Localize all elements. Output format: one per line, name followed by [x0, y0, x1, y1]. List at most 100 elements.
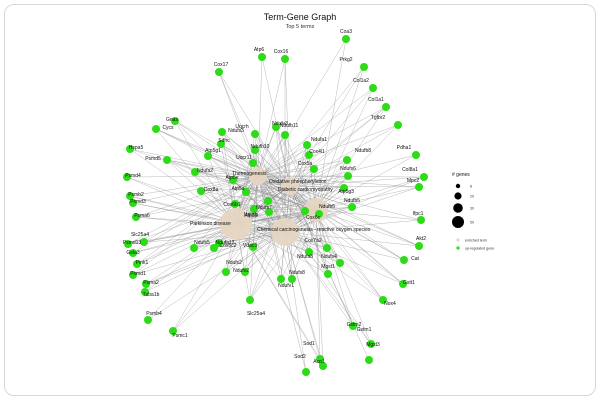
gene-node[interactable]	[249, 243, 257, 251]
gene-node[interactable]	[324, 270, 332, 278]
edge-line	[289, 87, 374, 187]
gene-node[interactable]	[367, 340, 375, 348]
gene-node[interactable]	[305, 151, 313, 159]
gene-node[interactable]	[301, 207, 309, 215]
gene-node[interactable]	[140, 238, 148, 246]
edge-line	[257, 124, 399, 177]
gene-node[interactable]	[265, 208, 273, 216]
gene-node[interactable]	[340, 184, 348, 192]
gene-node[interactable]	[163, 156, 171, 164]
gene-node[interactable]	[124, 240, 132, 248]
gene-node[interactable]	[343, 156, 351, 164]
gene-node[interactable]	[126, 192, 134, 200]
term-node[interactable]	[281, 177, 299, 195]
gene-node[interactable]	[348, 203, 356, 211]
term-node[interactable]	[271, 218, 299, 246]
gene-node[interactable]	[305, 248, 313, 256]
edge-line	[235, 175, 349, 225]
gene-node[interactable]	[215, 239, 223, 247]
gene-node[interactable]	[349, 322, 357, 330]
gene-node[interactable]	[288, 275, 296, 283]
gene-node[interactable]	[379, 296, 387, 304]
gene-node[interactable]	[412, 151, 420, 159]
gene-node[interactable]	[251, 130, 259, 138]
gene-node[interactable]	[190, 244, 198, 252]
gene-node[interactable]	[210, 244, 218, 252]
edge-line	[315, 154, 417, 211]
gene-node[interactable]	[251, 146, 259, 154]
gene-node[interactable]	[132, 213, 140, 221]
gene-node[interactable]	[250, 205, 258, 213]
gene-node[interactable]	[360, 63, 368, 71]
gene-node[interactable]	[310, 165, 318, 173]
gene-node[interactable]	[197, 187, 205, 195]
edge-line	[129, 148, 259, 177]
gene-node[interactable]	[231, 200, 239, 208]
gene-node[interactable]	[242, 188, 250, 196]
gene-node[interactable]	[126, 145, 134, 153]
gene-label: Cox8a	[204, 187, 219, 193]
gene-node[interactable]	[241, 268, 249, 276]
edge-line	[284, 134, 317, 211]
gene-node[interactable]	[123, 173, 131, 181]
gene-node[interactable]	[394, 121, 402, 129]
gene-node[interactable]	[323, 244, 331, 252]
gene-node[interactable]	[217, 140, 225, 148]
gene-node[interactable]	[249, 159, 257, 167]
gene-node[interactable]	[281, 131, 289, 139]
gene-node[interactable]	[152, 125, 160, 133]
gene-node[interactable]	[129, 249, 137, 257]
gene-node[interactable]	[144, 316, 152, 324]
edge-line	[136, 185, 291, 265]
edge-line	[257, 159, 348, 177]
gene-node[interactable]	[336, 259, 344, 267]
gene-node[interactable]	[302, 368, 310, 376]
gene-node[interactable]	[399, 280, 407, 288]
gene-node[interactable]	[191, 168, 199, 176]
gene-node[interactable]	[344, 172, 352, 180]
gene-node[interactable]	[342, 35, 350, 43]
gene-node[interactable]	[315, 210, 323, 218]
edge-line	[144, 223, 237, 293]
gene-node[interactable]	[246, 296, 254, 304]
gene-node[interactable]	[420, 173, 428, 181]
edge-line	[284, 231, 404, 285]
gene-node[interactable]	[169, 327, 177, 335]
term-label: Parkinson disease	[190, 221, 231, 227]
gene-label: Ndufb11	[280, 123, 299, 129]
gene-node[interactable]	[382, 103, 390, 111]
gene-node[interactable]	[258, 53, 266, 61]
gene-label: Uqcrh	[235, 124, 249, 130]
edge-line	[166, 159, 291, 187]
gene-label: Psmd3	[130, 199, 146, 205]
gene-label: Ndufv1	[278, 283, 294, 289]
gene-node[interactable]	[204, 152, 212, 160]
gene-node[interactable]	[272, 123, 280, 131]
gene-node[interactable]	[222, 268, 230, 276]
gene-node[interactable]	[415, 183, 423, 191]
gene-node[interactable]	[264, 197, 272, 205]
gene-node[interactable]	[281, 55, 289, 63]
gene-node[interactable]	[229, 176, 237, 184]
gene-node[interactable]	[129, 199, 137, 207]
term-node[interactable]	[220, 208, 252, 240]
gene-node[interactable]	[369, 84, 377, 92]
gene-node[interactable]	[319, 362, 327, 370]
gene-node[interactable]	[415, 242, 423, 250]
gene-node[interactable]	[417, 216, 425, 224]
edge-line	[194, 171, 286, 233]
gene-node[interactable]	[141, 288, 149, 296]
gene-node[interactable]	[171, 117, 179, 125]
gene-node[interactable]	[215, 68, 223, 76]
gene-node[interactable]	[277, 275, 285, 283]
gene-node[interactable]	[316, 355, 324, 363]
gene-node[interactable]	[303, 141, 311, 149]
gene-node[interactable]	[129, 271, 137, 279]
gene-node[interactable]	[365, 356, 373, 364]
gene-node[interactable]	[142, 280, 150, 288]
edge-line	[132, 175, 259, 276]
gene-node[interactable]	[400, 256, 408, 264]
gene-node[interactable]	[218, 128, 226, 136]
gene-node[interactable]	[133, 260, 141, 268]
term-node[interactable]	[249, 167, 267, 185]
